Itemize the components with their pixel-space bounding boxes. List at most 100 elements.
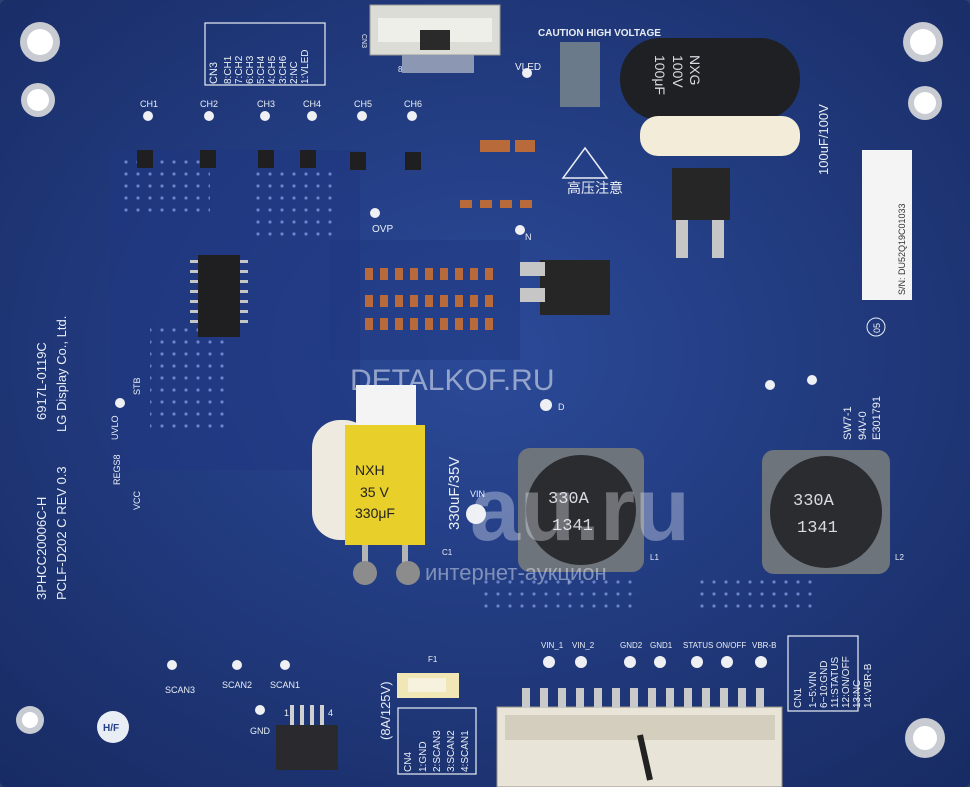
cn3-pin-7: 2:NC xyxy=(289,61,300,84)
mounting-hole-bottom-left xyxy=(16,706,44,734)
cn4-pin4-mark: 4 xyxy=(328,708,333,718)
fuse-rating: (8A/125V) xyxy=(378,681,393,740)
tp-vin2: VIN_2 xyxy=(572,641,595,650)
part-number: 6917L-0119C xyxy=(34,342,49,420)
f1-label: F1 xyxy=(428,655,438,664)
e-number: E301791 xyxy=(871,396,883,440)
inductor-l2-date: 1341 xyxy=(797,519,838,538)
serial-number: S/N: DU52Q19C01033 xyxy=(897,203,907,295)
ch2-label: CH2 xyxy=(200,99,218,109)
channel-drivers xyxy=(137,150,421,170)
cn3-connector xyxy=(369,4,501,56)
cn4-pin-3: 3:SCAN2 xyxy=(446,730,457,772)
vin-label: VIN xyxy=(470,489,485,499)
inductor-l2 xyxy=(762,450,890,574)
capacitor-330uf xyxy=(312,385,425,585)
cn4-pin-2: 2:SCAN3 xyxy=(432,730,443,772)
tp-gnd1: GND1 xyxy=(650,641,673,650)
tp-vin1: VIN_1 xyxy=(541,641,564,650)
scan1-label: SCAN1 xyxy=(270,680,300,690)
vled-label: VLED xyxy=(515,62,541,73)
watermark-brand: au.ru xyxy=(470,460,690,560)
scan3-label: SCAN3 xyxy=(165,685,195,695)
cn4-connector xyxy=(276,705,338,770)
ycap-capacitance: 330μF xyxy=(355,505,395,521)
cn4-pin1-mark: 1 xyxy=(284,708,289,718)
cn1-pin-2: 6~10:GND xyxy=(819,660,830,708)
stb-label: STB xyxy=(132,377,142,395)
pcb-revision: PCLF-D202 C REV 0.3 xyxy=(54,466,69,600)
ovp-label: OVP xyxy=(372,224,393,235)
gnd-label: GND xyxy=(250,726,271,736)
part-code: 3PHCC20006C-H xyxy=(34,497,49,600)
l2-label: L2 xyxy=(895,553,904,562)
cn3-pin-3: 6:CH3 xyxy=(245,55,256,84)
ch6-label: CH6 xyxy=(404,99,422,109)
smd-resistor-array xyxy=(365,140,535,330)
ch4-label: CH4 xyxy=(303,99,321,109)
watermark-tagline: интернет-аукцион xyxy=(425,560,607,585)
cap-voltage: 100V xyxy=(670,55,686,88)
tp-status: STATUS xyxy=(683,641,713,650)
high-voltage-icon xyxy=(561,146,609,179)
caution-label: CAUTION HIGH VOLTAGE xyxy=(538,28,661,39)
ycap-voltage: 35 V xyxy=(360,484,389,500)
electrolytic-capacitor-100uf xyxy=(560,38,800,156)
cn1-pin-3: 11:STATUS xyxy=(830,657,841,708)
cn1-pin-4: 12:ON/OFF xyxy=(841,656,852,708)
ul-code: 94V-0 xyxy=(857,411,869,440)
badge-05: 05 xyxy=(872,323,882,333)
cn4-pin-4: 4:SCAN1 xyxy=(460,730,471,772)
inductor-l1-code: 330A xyxy=(548,490,590,509)
cn1-pin-6: 14:VBR-B xyxy=(863,663,874,708)
cn3-pin-4: 5:CH4 xyxy=(256,55,267,84)
ch3-label: CH3 xyxy=(257,99,275,109)
mosfet-d1 xyxy=(672,168,730,258)
cn3-pin-2: 7:CH2 xyxy=(234,55,245,84)
watermark-site: DETALKOF.RU xyxy=(350,364,554,397)
uvlo-label: UVLO xyxy=(110,415,120,440)
ycap-brand: NXH xyxy=(355,462,385,478)
ch1-label: CH1 xyxy=(140,99,158,109)
fuse-f1 xyxy=(397,673,459,698)
test-points xyxy=(115,68,817,715)
cn4-title: CN4 xyxy=(403,752,414,772)
cn1-connector xyxy=(496,688,783,787)
mounting-hole-top-left xyxy=(20,22,60,62)
sw-code: SW7-1 xyxy=(842,406,854,440)
cn1-pin-5: 13:NC xyxy=(852,680,863,708)
d-label: D xyxy=(558,402,565,412)
tp-vbrb: VBR-B xyxy=(752,641,776,650)
cn3-pin-6: 3:CH6 xyxy=(278,55,289,84)
ch5-label: CH5 xyxy=(354,99,372,109)
cn3-pin-8: 1:VLED xyxy=(300,50,311,84)
cn4-pin-1: 1:GND xyxy=(418,741,429,772)
controller-ic-u1 xyxy=(190,255,248,337)
cn3-side-label: CN3 xyxy=(360,34,367,48)
mounting-hole-bottom-right xyxy=(905,718,945,758)
mounting-hole-right xyxy=(908,86,942,120)
cn3-pin-5: 4:CH5 xyxy=(267,55,278,84)
vcc-label: VCC xyxy=(132,490,142,510)
maker-label: LG Display Co., Ltd. xyxy=(54,316,69,432)
inductor-l1-date: 1341 xyxy=(552,517,593,536)
mounting-hole-left xyxy=(21,83,55,117)
cn3-title: CN3 xyxy=(208,62,220,84)
scan2-label: SCAN2 xyxy=(222,680,252,690)
l1-label: L1 xyxy=(650,553,659,562)
regs8-label: REGS8 xyxy=(112,454,122,485)
tp-onoff: ON/OFF xyxy=(716,641,746,650)
ycap-rating: 330uF/35V xyxy=(446,457,463,530)
cn3-pin-1: 8:CH1 xyxy=(223,55,234,84)
n-label: N xyxy=(525,232,532,242)
cn1-pin-1: 1~5:VIN xyxy=(808,672,819,708)
cn3-pin-table xyxy=(204,22,326,86)
hf-badge: H/F xyxy=(103,723,119,734)
cap-capacitance: 100μF xyxy=(652,55,668,95)
cn1-title: CN1 xyxy=(793,688,804,708)
warning-cn-label: 高压注意 xyxy=(567,180,623,196)
tp-gnd2: GND2 xyxy=(620,641,643,650)
cap-rating-label: 100uF/100V xyxy=(816,104,831,175)
mounting-hole-top-right xyxy=(903,22,943,62)
c1-label: C1 xyxy=(442,548,453,557)
